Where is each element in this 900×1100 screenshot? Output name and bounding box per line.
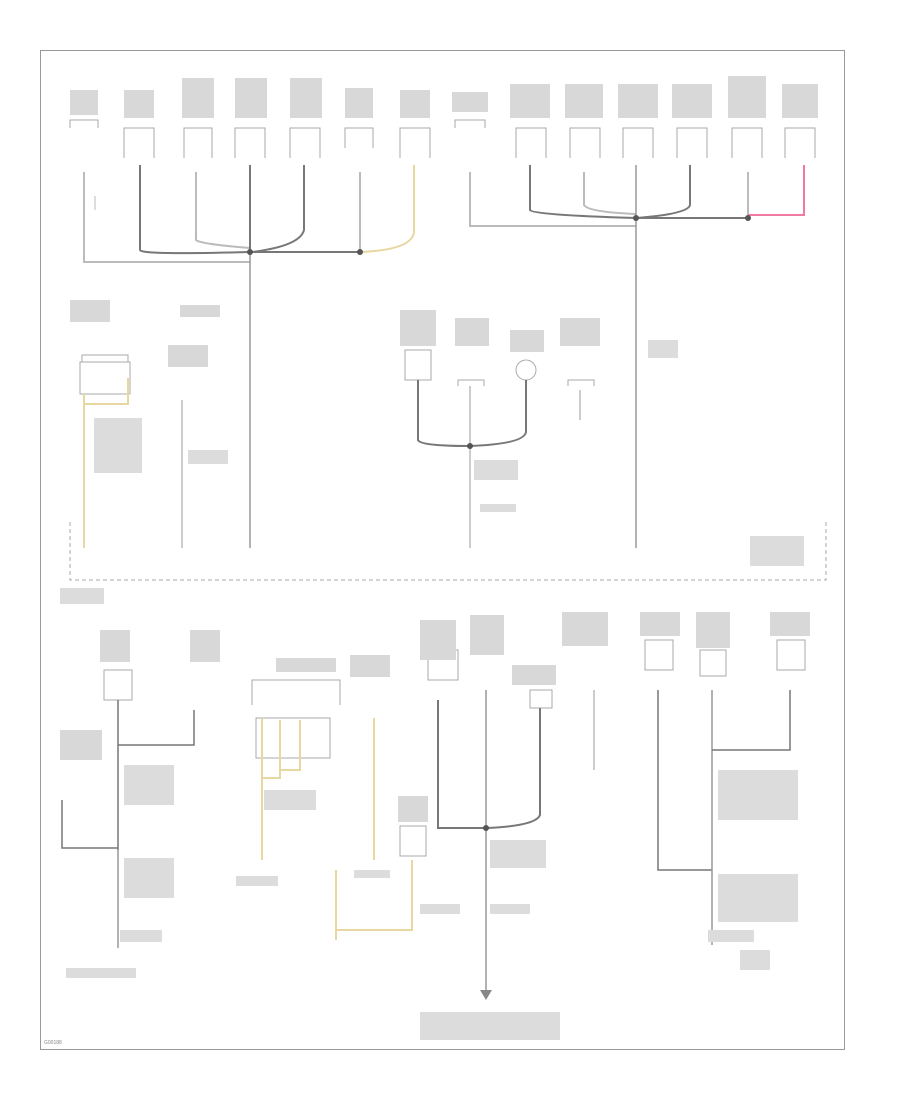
label-block (565, 84, 603, 118)
component-connector (454, 119, 486, 128)
splice-point (483, 825, 489, 831)
top-component-row (69, 119, 816, 158)
label-block (70, 90, 98, 115)
label-block (452, 92, 488, 112)
label-block (618, 84, 658, 118)
harness-outline (69, 522, 827, 581)
document-id: G00188 (44, 1040, 62, 1046)
component-connector (784, 127, 816, 158)
bottom-center-left-group (236, 655, 428, 940)
bottom-right-group (640, 612, 810, 970)
center-seat-group (400, 310, 678, 548)
label-block (235, 78, 267, 118)
label-block (782, 84, 818, 118)
splice-point (247, 249, 253, 255)
label-block (290, 78, 322, 118)
label-block (672, 84, 712, 118)
splice-point (633, 215, 639, 221)
left-splice-bus (83, 165, 415, 548)
component-connector (344, 127, 374, 148)
label-block (728, 76, 766, 118)
component-connector (731, 127, 763, 158)
component-connector (123, 127, 155, 158)
splice-point (467, 443, 473, 449)
component-connector (399, 127, 431, 158)
legend-block (750, 536, 804, 566)
label-block (182, 78, 214, 118)
label-block (124, 90, 154, 118)
component-connector (569, 127, 601, 158)
component-connector (69, 119, 99, 128)
label-block (400, 90, 430, 118)
right-splice-bus (469, 165, 805, 548)
label-block (345, 88, 373, 118)
ground-symbol-icon (480, 990, 492, 1000)
component-connector (234, 127, 266, 158)
label-block (60, 588, 104, 604)
splice-point (745, 215, 751, 221)
component-connector (676, 127, 708, 158)
top-label-blocks (70, 76, 818, 118)
label-block (510, 84, 550, 118)
lamp-icon (515, 359, 537, 381)
component-connector (515, 127, 547, 158)
component-connector (289, 127, 321, 158)
component-connector (622, 127, 654, 158)
component-connector (183, 127, 213, 158)
splice-point (357, 249, 363, 255)
bottom-left-group (60, 630, 220, 978)
bottom-center-group (420, 612, 608, 1040)
left-seat-group (70, 300, 228, 548)
diagram-frame (40, 50, 845, 1050)
